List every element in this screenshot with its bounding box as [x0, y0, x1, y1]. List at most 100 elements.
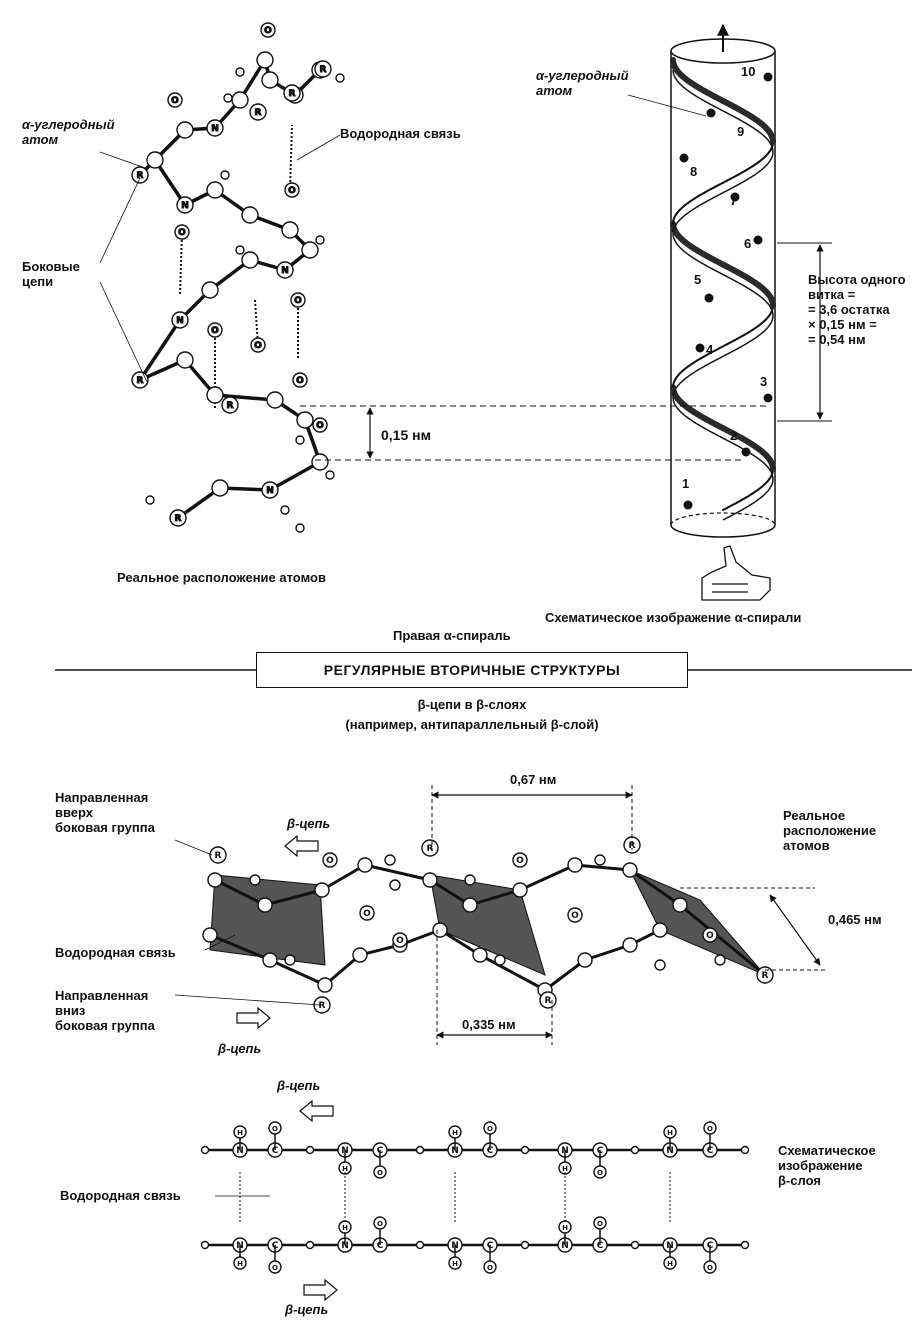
helix-oxygen [284, 182, 300, 198]
beta-chain-arrow-left-top [284, 834, 319, 858]
beta-hydrogen [714, 954, 726, 966]
beta-chain-arrow-right-mid [236, 1006, 271, 1030]
schematic-carbon-letter: C [272, 1146, 279, 1156]
ribbon-lower-edge [769, 157, 773, 161]
ribbon-lower-edge [684, 87, 689, 92]
ribbon-lower-edge [751, 126, 756, 130]
helix-atom [206, 181, 224, 199]
ribbon-lower-edge [730, 513, 736, 517]
helix-hydrogen [315, 235, 325, 245]
residue-dot [753, 235, 763, 245]
ribbon-lower-edge [714, 194, 720, 198]
schematic-oxygen-letter: O [707, 1125, 713, 1133]
beta-backbone-bond [209, 933, 271, 962]
residue-dot [763, 393, 773, 403]
ribbon-lower-edge [755, 455, 759, 460]
cylinder-bottom-back [670, 512, 776, 526]
backbone-bond [153, 159, 187, 206]
ribbon-lower-edge [762, 165, 767, 169]
ribbon-lower-edge [693, 421, 698, 425]
schematic-carbon-letter: C [377, 1241, 384, 1251]
ribbon-lower-edge [734, 347, 739, 351]
ribbon-lower-edge [722, 110, 728, 114]
ribbon-lower-edge [730, 277, 736, 282]
ribbon-lower-edge [738, 282, 743, 286]
ribbon-lower-edge [672, 73, 676, 77]
schematic-alpha-carbon [305, 1145, 315, 1155]
right-alpha-helix-title: Правая α-спираль [393, 628, 511, 643]
residue-dot [730, 192, 740, 202]
schematic-oxygen [593, 1165, 607, 1179]
ribbon-lower-edge [672, 237, 676, 241]
beta-backbone-bond [629, 868, 681, 907]
helix-side-chain [249, 103, 267, 121]
beta-oxygen [567, 907, 583, 923]
schematic-helix-caption: Схематическое изображение α-спирали [545, 610, 802, 625]
ribbon-lower-edge [760, 494, 764, 499]
ribbon-lower-edge [707, 429, 712, 433]
ribbon-lower-edge [677, 81, 681, 85]
ribbon-lower-edge [718, 271, 724, 276]
ribbon-lower-edge [738, 118, 743, 122]
ribbon-lower-edge [768, 304, 772, 308]
schematic-hydrogen-letter: H [562, 1224, 568, 1232]
ribbon-lower-edge [760, 132, 764, 137]
beta-atom [314, 882, 330, 898]
beta-hydrogen [384, 854, 396, 866]
ribbon-lower-edge [710, 196, 716, 200]
residue-number: 3 [760, 374, 767, 389]
schematic-oxygen-letter: O [487, 1125, 493, 1133]
helix-hydrogen [295, 523, 305, 533]
schematic-oxygen-letter: O [707, 1264, 713, 1272]
beta-side-group [421, 839, 439, 857]
helix-oxygen-letter: O [264, 26, 272, 36]
schematic-nitrogen-letter: N [666, 1146, 674, 1156]
ribbon-lower-edge [676, 220, 680, 224]
ribbon-lower-edge [674, 386, 678, 390]
ribbon-lower-edge [693, 93, 698, 98]
ribbon-lower-edge [770, 309, 774, 312]
alpha-carbon-label-right: α-углеродный атом [536, 68, 629, 98]
beta-sheet-schematic: NHCONHCONHCONHCONHCONHCONHCONHCONHCONHCO [200, 1121, 750, 1274]
beta-oxygen [322, 852, 338, 868]
beta-oxygen-letter: O [706, 931, 714, 941]
beta-oxygen-letter: O [516, 856, 524, 866]
ribbon-lower-edge [770, 145, 774, 148]
schematic-alpha-carbon [520, 1240, 530, 1250]
schematic-oxygen [593, 1216, 607, 1230]
schematic-oxygen [483, 1260, 497, 1274]
ribbon-lower-edge [730, 441, 736, 445]
schematic-nitrogen-letter: N [561, 1241, 569, 1251]
ribbon-lower-edge [751, 453, 756, 458]
beta-oxygen-letter: O [396, 936, 404, 946]
helix-hbond [289, 124, 293, 191]
ribbon-lower-edge [730, 114, 736, 118]
residue-number: 10 [741, 64, 755, 79]
ribbon-lower-edge [710, 267, 716, 272]
beta-chain-label-top: β-цепь [287, 816, 331, 831]
ribbon-lower-edge [699, 97, 705, 102]
ribbon-lower-edge [690, 419, 695, 423]
helix-hydrogen [335, 73, 345, 83]
ribbon-lower-edge [722, 190, 728, 194]
schematic-beta-caption: Схематическое изображение β-слоя [778, 1143, 876, 1188]
schematic-oxygen-letter: O [377, 1220, 383, 1228]
section-title: РЕГУЛЯРНЫЕ ВТОРИЧНЫЕ СТРУКТУРЫ [323, 662, 621, 678]
residue-number: 5 [694, 272, 701, 287]
ribbon-lower-edge [696, 367, 701, 372]
ribbon-lower-edge [741, 179, 747, 184]
schematic-oxygen-letter: O [377, 1169, 383, 1177]
helix-oxygen-letter: O [296, 376, 304, 386]
ribbon-lower-edge [734, 116, 739, 120]
beta-atom [262, 952, 278, 968]
ribbon-lower-edge [738, 345, 743, 349]
ribbon-lower-edge [760, 296, 764, 300]
helix-oxygen [167, 92, 183, 108]
ribbon-lower-edge [722, 353, 728, 358]
beta-atom [422, 872, 438, 888]
ribbon-lower-edge [682, 378, 686, 382]
ribbon-lower-edge [745, 122, 750, 126]
helix-hydrogen [325, 470, 335, 480]
beta-side-group [313, 996, 331, 1014]
